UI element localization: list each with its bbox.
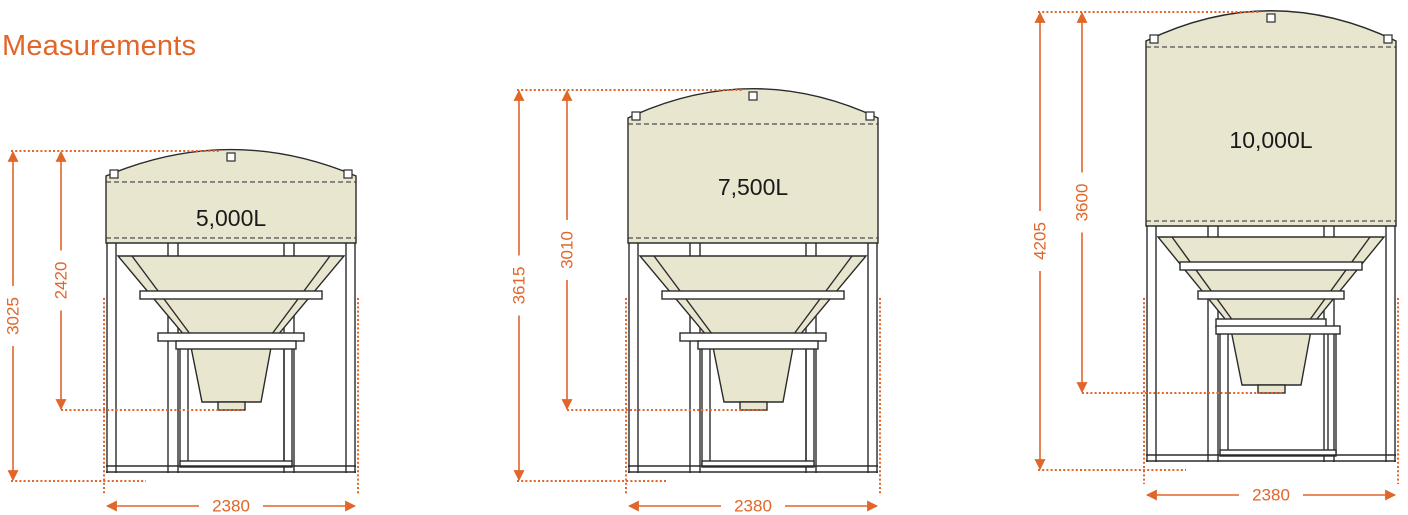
silo-3-hopper-inner-right	[1305, 236, 1371, 326]
silo-1-outlet	[217, 401, 246, 411]
silo-3-outlet-height-label: 3600	[1073, 184, 1092, 222]
silo-1-inner-frame-top	[175, 340, 297, 350]
silo-2-overall-height-label: 3615	[510, 267, 529, 305]
silo-2-lug-3	[865, 111, 875, 121]
silo-1-beam-2	[157, 332, 305, 342]
silo-1-hopper	[116, 255, 346, 403]
silo-1-tank	[105, 148, 357, 244]
silo-3-inner-frame-top	[1215, 325, 1341, 335]
silo-1-overall-height-label: 3025	[4, 297, 23, 335]
silo-3-hopper	[1156, 236, 1386, 386]
silo-2-capacity-label: 7,500L	[718, 174, 789, 200]
silo-2-width-label: 2380	[734, 497, 772, 515]
silo-1-lug-1	[109, 169, 119, 179]
silo-1-lug-2	[226, 152, 236, 162]
silo-2-hopper	[638, 255, 868, 403]
silo-1-capacity-label: 5,000L	[196, 205, 267, 231]
silo-3-lug-2	[1266, 13, 1276, 23]
silo-3-inner-base	[1219, 449, 1337, 457]
silo-3-tank	[1145, 10, 1397, 227]
silo-3-lug-3	[1383, 34, 1393, 44]
silo-3-outlet	[1257, 384, 1286, 394]
silo-2-outlet-height-label: 3010	[558, 231, 577, 269]
silo-2-inner-base	[701, 460, 815, 468]
silo-2-lug-2	[748, 91, 758, 101]
page-title: Measurements	[2, 30, 197, 62]
silo-1-lug-3	[343, 169, 353, 179]
silo-3-hopper-inner-left	[1171, 236, 1237, 326]
silo-3-overall-height-label: 4205	[1031, 222, 1050, 260]
silo-2-inner-frame-top	[697, 340, 819, 350]
silo-1-beam-1	[139, 290, 323, 300]
silo-2-outlet	[739, 401, 768, 411]
silo-1-inner-base	[179, 460, 293, 468]
silo-2-tank	[627, 88, 879, 244]
silo-1-width-label: 2380	[212, 497, 250, 515]
silo-2-beam-2	[679, 332, 827, 342]
silo-3-width-label: 2380	[1252, 486, 1290, 505]
silo-3-capacity-label: 10,000L	[1229, 127, 1312, 153]
silo-1-outlet-height-label: 2420	[52, 262, 71, 300]
silo-2-lug-1	[631, 111, 641, 121]
silo-3-beam-2	[1197, 290, 1345, 300]
silo-3-lug-1	[1149, 34, 1159, 44]
silo-2-beam-1	[661, 290, 845, 300]
silo-3-beam-1	[1179, 261, 1363, 271]
